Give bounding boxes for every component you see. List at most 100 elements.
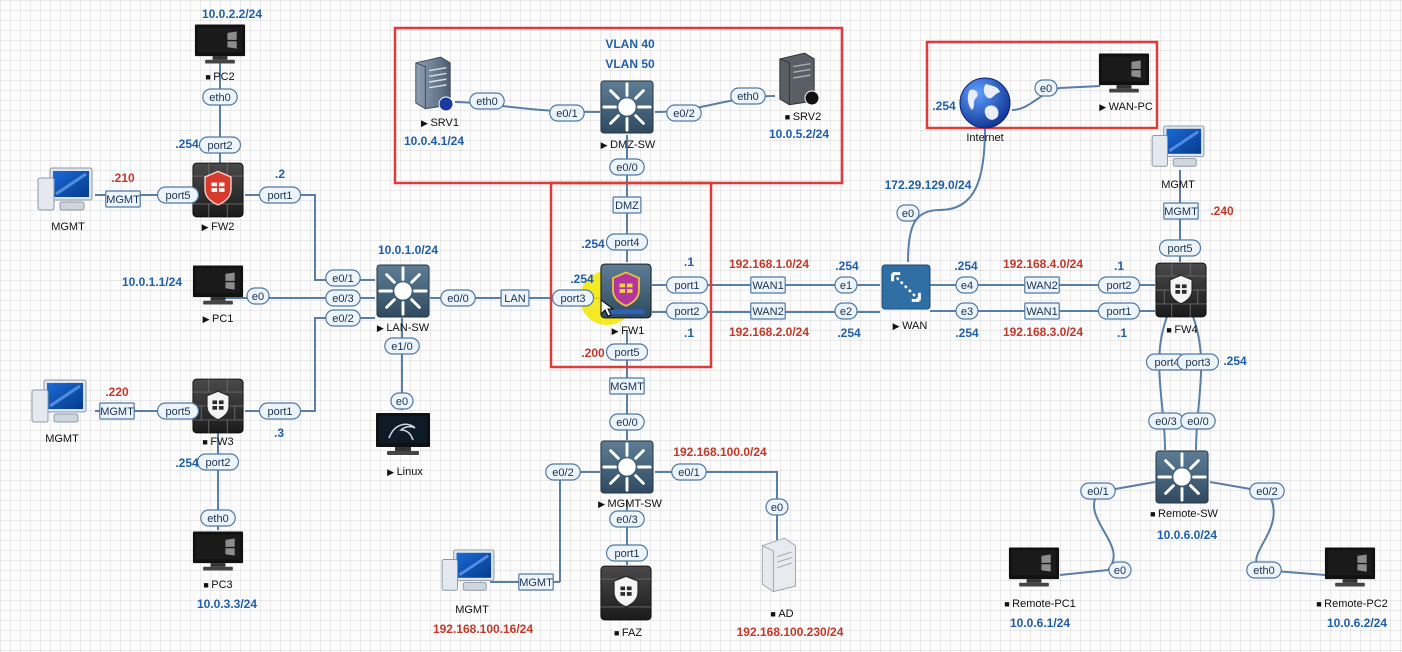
port-label-fw2-port2: port2 (198, 136, 242, 154)
node-mgmt-fw3[interactable]: MGMT (30, 378, 88, 445)
node-pc1[interactable]: 10.0.1.1/24 ▶ PC1 (122, 265, 244, 326)
node-mgmt-pc[interactable]: MGMT 192.168.100.16/24 (433, 548, 533, 636)
firewall-icon (192, 378, 244, 434)
node-faz[interactable]: ■ FAZ (600, 565, 652, 639)
desktop-pc-icon (194, 24, 246, 64)
node-wan[interactable]: 172.29.129.0/24 ▶ WAN (881, 178, 972, 332)
port-label-fw1-port1: port1 (665, 276, 709, 294)
port-label-text: eth0 (737, 91, 758, 103)
port-label-text: port2 (674, 306, 699, 318)
port-label-fw3-port5: port5 (156, 402, 200, 420)
port-label-wan1-tag-l: WAN1 (750, 276, 786, 294)
port-label-dmz-e00: e0/0 (609, 158, 645, 176)
address-labels: .254 .210 .2 .220 .3 .254 .254 .254 .1 .… (105, 99, 1247, 470)
node-mgmt-sw[interactable]: 192.168.100.0/24 ▶ MGMT-SW (598, 440, 767, 510)
srv1-name: ▶ SRV1 (421, 117, 459, 129)
fw4-name: ■ FW4 (1166, 324, 1197, 336)
node-fw2[interactable]: ▶ FW2 (192, 162, 244, 233)
port-label-srv1-eth0: eth0 (469, 92, 505, 110)
fw1-port4-addr: .254 (581, 237, 605, 251)
port-label-text: e2 (840, 306, 852, 318)
node-fw3[interactable]: ■ FW3 (192, 378, 244, 448)
net-192-168-4: 192.168.4.0/24 (1003, 257, 1083, 271)
port-label-srv2-eth0: eth0 (730, 87, 766, 105)
port-label-lan-e10: e1/0 (384, 337, 420, 355)
port-label-text: e0/2 (1256, 486, 1277, 498)
port-label-ad-e0: e0 (765, 498, 789, 516)
port-label-text: port3 (1185, 357, 1210, 369)
port-label-text: port1 (614, 548, 639, 560)
node-fw4[interactable]: ■ FW4 (1155, 262, 1207, 336)
port-label-text: e0/2 (552, 467, 573, 479)
remote-sw-subnet: 10.0.6.0/24 (1157, 528, 1217, 542)
port-label-fw4-port3: port3 (1176, 353, 1220, 371)
node-pc2[interactable]: 10.0.2.2/24 ■ PC2 (194, 7, 262, 83)
port-label-wan-e2: e2 (834, 302, 858, 320)
desktop-pc-icon (1098, 53, 1150, 93)
port-label-text: e0/2 (673, 108, 694, 120)
port-label-text: MGMT (100, 406, 134, 418)
node-mgmt-fw4[interactable]: MGMT (1150, 124, 1206, 191)
wan-name: ▶ WAN (893, 320, 928, 332)
port-label-fw1-port3: port3 (551, 289, 595, 307)
faz-name: ■ FAZ (614, 627, 642, 639)
port-label-text: eth0 (209, 92, 230, 104)
port-label-linux-e0: e0 (390, 392, 414, 410)
firewall-icon (1155, 262, 1207, 318)
port-label-text: e0 (771, 502, 783, 514)
port-label-text: e0 (1040, 83, 1052, 95)
port-label-text: e4 (961, 280, 973, 292)
fw3-port2-addr: .254 (175, 456, 199, 470)
internet-addr: .254 (932, 99, 956, 113)
port-label-fw3-port1: port1 (258, 402, 302, 420)
fw1-port5-addr: .200 (581, 346, 605, 360)
node-fw1[interactable]: ▶ FW1 (580, 263, 652, 337)
node-remote-sw[interactable]: ■ Remote-SW 10.0.6.0/24 (1150, 450, 1219, 542)
node-remote-pc1[interactable]: ■ Remote-PC1 10.0.6.1/24 (1004, 547, 1076, 631)
port-label-text: WAN1 (752, 280, 783, 292)
node-srv1[interactable]: ▶ SRV1 10.0.4.1/24 (404, 56, 464, 148)
node-linux[interactable]: ▶ Linux (375, 412, 431, 478)
port-label-wan2-tag-r: WAN2 (1024, 276, 1060, 294)
node-mgmt-fw2[interactable]: MGMT (36, 166, 94, 233)
link-internet-wanpc (1011, 85, 1101, 111)
port-label-faz-port1: port1 (605, 544, 649, 562)
link-fw4-rsw-a (1158, 313, 1169, 451)
node-remote-pc2[interactable]: ■ Remote-PC2 10.0.6.2/24 (1316, 547, 1388, 631)
link-fw3-lansw (245, 317, 375, 412)
globe-icon (959, 77, 1011, 129)
node-ad[interactable]: ■ AD 192.168.100.230/24 (737, 537, 844, 639)
ad-name: ■ AD (770, 608, 793, 620)
port-label-mgmt-tag: MGMT (609, 377, 645, 395)
lan-sw-subnet: 10.0.1.0/24 (378, 243, 438, 257)
port-label-text: e0/0 (616, 162, 637, 174)
node-dmz-sw[interactable]: ▶ DMZ-SW (600, 80, 656, 151)
linux-name: ▶ Linux (387, 466, 423, 478)
node-internet[interactable]: Internet (959, 77, 1011, 144)
node-wan-pc[interactable]: ▶ WAN-PC (1098, 53, 1153, 114)
port-label-text: MGMT (519, 577, 553, 589)
port-label-lan-e00: e0/0 (440, 289, 476, 307)
wan-e2-addr: .254 (837, 326, 861, 340)
port-label-text: WAN2 (752, 306, 783, 318)
port-label-text: port1 (1106, 306, 1131, 318)
node-pc3[interactable]: ■ PC3 10.0.3.3/24 (192, 531, 257, 612)
port-label-rsw-e01: e0/1 (1080, 482, 1116, 500)
port-label-text: port2 (207, 140, 232, 152)
port-label-text: port5 (614, 347, 639, 359)
server-tower-icon (761, 537, 796, 593)
node-lan-sw[interactable]: 10.0.1.0/24 ▶ LAN-SW (376, 243, 438, 334)
port-label-fw2-port1: port1 (258, 186, 302, 204)
hand-cursor-icon (600, 299, 615, 317)
linux-desktop-icon (375, 412, 431, 456)
node-srv2[interactable]: ■ SRV2 10.0.5.2/24 (769, 52, 829, 141)
port-label-text: e0 (252, 291, 264, 303)
link-mgmtsw-mgmtpc (559, 471, 600, 582)
port-label-wan1-tag-r: WAN1 (1024, 302, 1060, 320)
pc3-name: ■ PC3 (203, 579, 232, 591)
port-label-text: MGMT (1164, 206, 1198, 218)
port-label-msw-e01: e0/1 (671, 463, 707, 481)
switch-icon (1155, 450, 1209, 504)
port-label-fw4-port5: port5 (1158, 239, 1202, 257)
